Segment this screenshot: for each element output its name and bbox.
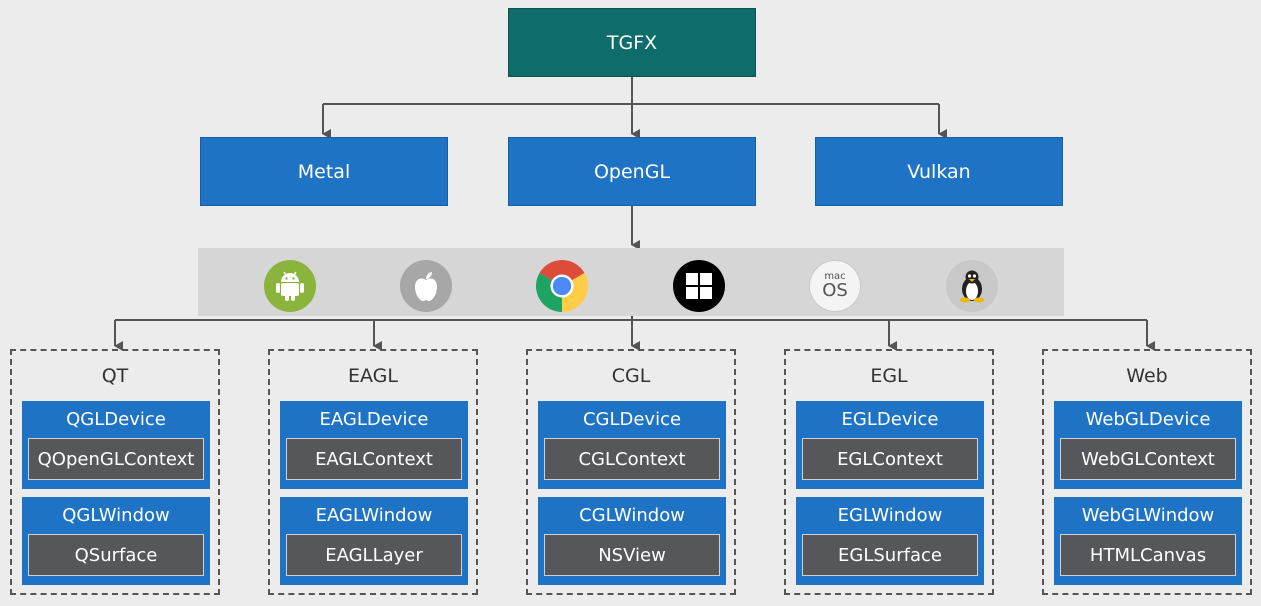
tgfx-label: TGFX [606,31,658,54]
window-label: WebGLWindow [1081,505,1215,526]
window-card: EGLWindow EGLSurface [796,497,984,585]
surface-box: EGLSurface [802,534,978,576]
device-label: QGLDevice [66,409,166,430]
group-web: Web WebGLDevice WebGLContext WebGLWindow… [1042,349,1252,595]
macos-icon: mac OS [809,260,861,312]
group-eagl: EAGL EAGLDevice EAGLContext EAGLWindow E… [268,349,478,595]
context-box: WebGLContext [1060,438,1236,480]
group-qt: QT QGLDevice QOpenGLContext QGLWindow QS… [10,349,220,595]
context-box: EGLContext [802,438,978,480]
window-card: WebGLWindow HTMLCanvas [1054,497,1242,585]
windows-icon [673,260,725,312]
group-title: EGL [870,365,908,387]
device-label: EAGLDevice [319,409,429,430]
chrome-icon [536,259,588,312]
android-icon [264,260,316,312]
tgfx-node: TGFX [508,8,756,77]
device-card: EGLDevice EGLContext [796,401,984,489]
window-label: EAGLWindow [315,505,433,526]
device-card: CGLDevice CGLContext [538,401,726,489]
context-box: EAGLContext [286,438,462,480]
group-title: Web [1126,365,1168,387]
group-title: QT [101,365,129,387]
device-card: QGLDevice QOpenGLContext [22,401,210,489]
group-title: EAGL [348,365,398,387]
linux-icon [946,260,998,312]
window-card: CGLWindow NSView [538,497,726,585]
surface-box: NSView [544,534,720,576]
window-card: EAGLWindow EAGLLayer [280,497,468,585]
window-label: EGLWindow [837,505,943,526]
macos-icon-line2: OS [822,280,848,301]
vulkan-node: Vulkan [815,137,1063,206]
device-label: CGLDevice [582,409,682,430]
window-card: QGLWindow QSurface [22,497,210,585]
platform-bar: mac OS [198,248,1064,316]
surface-box: HTMLCanvas [1060,534,1236,576]
device-label: EGLDevice [841,409,939,430]
device-label: WebGLDevice [1085,409,1211,430]
window-label: QGLWindow [62,505,170,526]
surface-box: QSurface [28,534,204,576]
surface-box: EAGLLayer [286,534,462,576]
group-egl: EGL EGLDevice EGLContext EGLWindow EGLSu… [784,349,994,595]
device-card: WebGLDevice WebGLContext [1054,401,1242,489]
apple-icon [400,260,452,312]
vulkan-label: Vulkan [907,160,971,183]
group-title: CGL [611,365,651,387]
group-cgl: CGL CGLDevice CGLContext CGLWindow NSVie… [526,349,736,595]
opengl-label: OpenGL [593,160,671,183]
macos-icon-line1: mac [824,271,846,282]
window-label: CGLWindow [579,505,685,526]
opengl-node: OpenGL [508,137,756,206]
device-card: EAGLDevice EAGLContext [280,401,468,489]
metal-node: Metal [200,137,448,206]
context-box: QOpenGLContext [28,438,204,480]
metal-label: Metal [297,160,351,183]
context-box: CGLContext [544,438,720,480]
